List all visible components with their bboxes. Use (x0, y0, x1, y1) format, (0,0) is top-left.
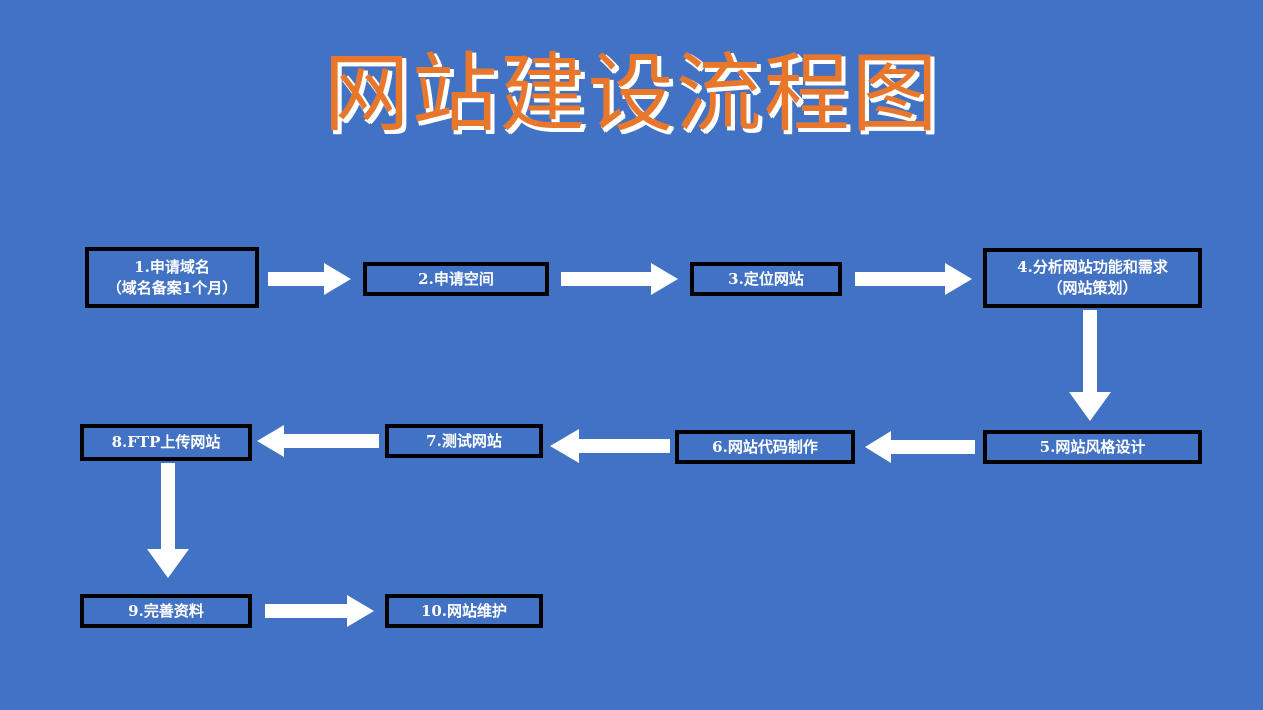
flow-node-3[interactable]: 3.定位网站 (690, 262, 842, 296)
page-title: 网站建设流程图 (323, 44, 940, 144)
flow-node-2[interactable]: 2.申请空间 (363, 262, 549, 296)
flow-node-9[interactable]: 9.完善资料 (80, 594, 252, 628)
flow-node-6[interactable]: 6.网站代码制作 (675, 430, 855, 464)
arrow-n6-n7 (549, 428, 671, 464)
arrow-n9-n10 (265, 594, 375, 628)
flow-node-8[interactable]: 8.FTP上传网站 (80, 424, 252, 461)
arrow-n1-n2 (268, 262, 352, 296)
arrow-n2-n3 (561, 262, 679, 296)
arrow-n5-n6 (864, 430, 976, 464)
arrow-n8-n9 (146, 463, 190, 579)
arrow-n7-n8 (256, 424, 380, 458)
arrow-n3-n4 (855, 262, 973, 296)
flow-node-10[interactable]: 10.网站维护 (385, 594, 543, 628)
flow-node-7[interactable]: 7.测试网站 (385, 424, 543, 458)
arrow-n4-n5 (1068, 310, 1112, 422)
flow-node-4[interactable]: 4.分析网站功能和需求 （网站策划） (983, 248, 1202, 308)
flow-node-1[interactable]: 1.申请域名 （域名备案1个月） (85, 247, 259, 308)
flow-node-5[interactable]: 5.网站风格设计 (983, 430, 1202, 464)
